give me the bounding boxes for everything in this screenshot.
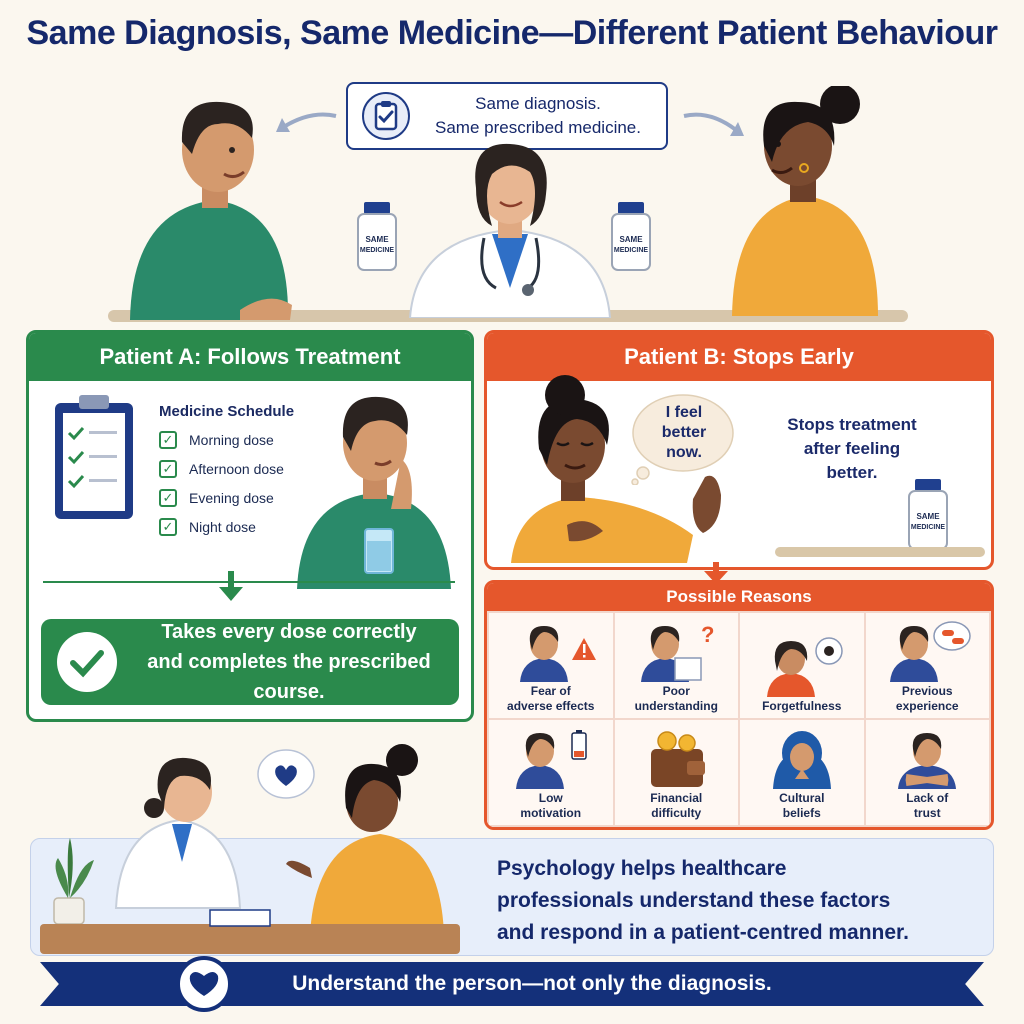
medicine-bottle-left: SAME MEDICINE (357, 202, 397, 271)
top-note-line1: Same diagnosis. (475, 94, 601, 113)
patient-a-header: Patient A: Follows Treatment (29, 333, 471, 381)
bottle-label-2c: MEDICINE (911, 524, 946, 531)
thought-icon (766, 637, 843, 697)
reasons-header: Possible Reasons (487, 583, 991, 611)
thought-bubble (631, 394, 734, 485)
bottle-label-1b: SAME (619, 235, 643, 244)
schedule-title: Medicine Schedule (159, 403, 295, 420)
patient-a-illustration (130, 101, 292, 320)
pills-thought-icon (890, 621, 971, 682)
arrow-down-icon (704, 562, 728, 584)
schedule-item: ✓Morning dose (159, 431, 274, 449)
wallet-icon (651, 731, 706, 787)
top-note-line2: Same prescribed medicine. (435, 118, 641, 137)
medicine-bottle-unused: SAME MEDICINE (908, 479, 948, 550)
medicine-bottle-right: SAME MEDICINE (611, 202, 651, 271)
schedule-item: ✓Evening dose (159, 489, 274, 507)
patient-b-header: Patient B: Stops Early (487, 333, 991, 381)
check-icon: ✓ (159, 460, 177, 478)
low-battery-icon (515, 730, 587, 789)
bottle-label-1c: SAME (916, 512, 940, 521)
check-icon: ✓ (159, 518, 177, 536)
patient-b-panel: Patient B: Stops Early I feel better now… (484, 330, 994, 570)
warning-icon (519, 626, 596, 682)
heart-icon (176, 956, 232, 1012)
arrow-down-icon (219, 571, 243, 601)
arrow-left-icon (276, 112, 337, 132)
schedule-item: ✓Afternoon dose (159, 460, 284, 478)
patient-a-panel: Patient A: Follows Treatment Medicine Sc… (26, 330, 474, 722)
check-circle-icon (57, 632, 117, 692)
patient-b-illustration (732, 86, 878, 316)
stops-treatment-text: Stops treatment after feeling better. (787, 415, 917, 482)
outcome-line1: Takes every dose correctly (161, 621, 417, 643)
schedule-item: ✓Night dose (159, 518, 256, 536)
check-icon: ✓ (159, 489, 177, 507)
reason-cell: Forgetfulness (740, 613, 864, 718)
shelf (775, 547, 985, 557)
arrow-right-icon (683, 112, 744, 136)
question-icon: ? (641, 622, 715, 682)
doctor-illustration (408, 143, 612, 318)
patient-b-stopping (511, 375, 721, 563)
outcome-line2: and completes the prescribed course. (147, 651, 431, 703)
page-title: Same Diagnosis, Same Medicine—Different … (26, 14, 999, 52)
bottle-label-2b: MEDICINE (614, 247, 649, 254)
outcome-box: Takes every dose correctly and completes… (41, 619, 459, 705)
clipboard-icon (55, 395, 133, 519)
clipboard-check-icon (362, 92, 410, 140)
check-icon: ✓ (159, 431, 177, 449)
psychology-text: Psychology helps healthcare professional… (497, 857, 909, 944)
bottle-label-1: SAME (365, 235, 389, 244)
banner-text: Understand the person—not only the diagn… (292, 972, 772, 995)
thought-text: I feel better now. (661, 404, 707, 461)
svg-text:?: ? (701, 622, 714, 647)
crossed-arms-icon (898, 733, 957, 789)
bottle-label-2: MEDICINE (360, 247, 395, 254)
top-note: Same diagnosis. Same prescribed medicine… (346, 82, 668, 150)
headscarf-icon (772, 731, 831, 789)
divider-line (43, 581, 455, 583)
doctor-patient-conversation (40, 744, 460, 954)
patient-a-taking-dose (297, 396, 451, 589)
